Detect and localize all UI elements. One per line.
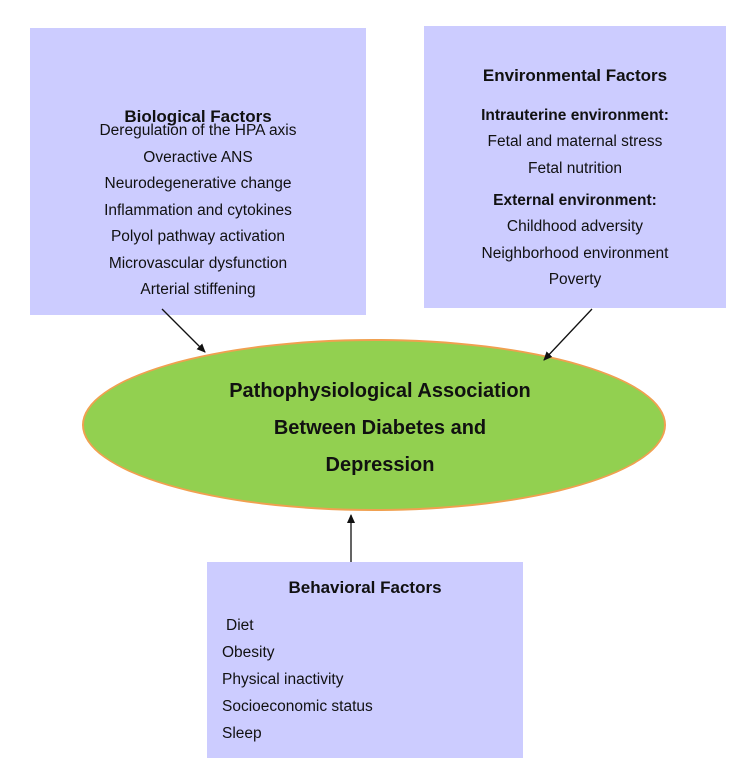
environmental-to-center-arrow <box>543 308 593 361</box>
external-item: Childhood adversity <box>506 218 644 235</box>
biological-factor-item: Neurodegenerative change <box>104 175 292 192</box>
behavioral-factor-item: Diet <box>226 617 254 634</box>
external-item: Neighborhood environment <box>481 244 669 262</box>
environmental-factors-title: Environmental Factors <box>482 66 668 85</box>
biological-factor-item: Microvascular dysfunction <box>108 254 288 272</box>
central-association-label: Pathophysiological Association Between D… <box>160 373 600 484</box>
environmental-factors-body: Intrauterine environment: Fetal and mate… <box>424 103 726 294</box>
biological-factors-list: Deregulation of the HPA axis Overactive … <box>30 118 366 304</box>
behavioral-factors-list: Diet Obesity Physical inactivity Socioec… <box>222 612 373 747</box>
biological-factors-title: Biological Factors <box>124 107 272 126</box>
central-label-line: Pathophysiological Association <box>229 380 531 402</box>
behavioral-factor-item: Sleep <box>222 725 262 742</box>
biological-factor-item: Arterial stiffening <box>140 281 256 298</box>
behavioral-factor-item: Socioeconomic status <box>222 698 373 715</box>
environmental-factors-box: Environmental Factors Intrauterine envir… <box>424 26 726 308</box>
biological-factors-box: Biological Factors Deregulation of the H… <box>30 28 366 315</box>
biological-factor-item: Overactive ANS <box>143 148 253 166</box>
intrauterine-list: Fetal and maternal stress Fetal nutritio… <box>424 129 726 182</box>
biological-factor-item: Polyol pathway activation <box>110 228 286 245</box>
intrauterine-item: Fetal and maternal stress <box>487 133 663 150</box>
central-label-line: Between Diabetes and <box>273 417 487 439</box>
biological-to-center-arrow <box>161 308 206 353</box>
biological-factor-item: Deregulation of the HPA axis <box>99 122 297 139</box>
biological-factor-item: Inflammation and cytokines <box>104 201 292 219</box>
external-heading: External environment: <box>493 192 657 209</box>
behavioral-factors-title: Behavioral Factors <box>288 578 442 597</box>
intrauterine-item: Fetal nutrition <box>528 159 622 177</box>
behavioral-factor-item: Obesity <box>222 644 275 661</box>
external-list: Childhood adversity Neighborhood environ… <box>424 214 726 294</box>
external-item: Poverty <box>548 271 602 288</box>
central-association-ellipse <box>82 339 666 511</box>
behavioral-factor-item: Physical inactivity <box>222 671 344 688</box>
behavioral-factors-box: Behavioral Factors Diet Obesity Physical… <box>207 562 523 758</box>
central-label-line: Depression <box>325 454 435 476</box>
intrauterine-heading: Intrauterine environment: <box>481 107 669 124</box>
